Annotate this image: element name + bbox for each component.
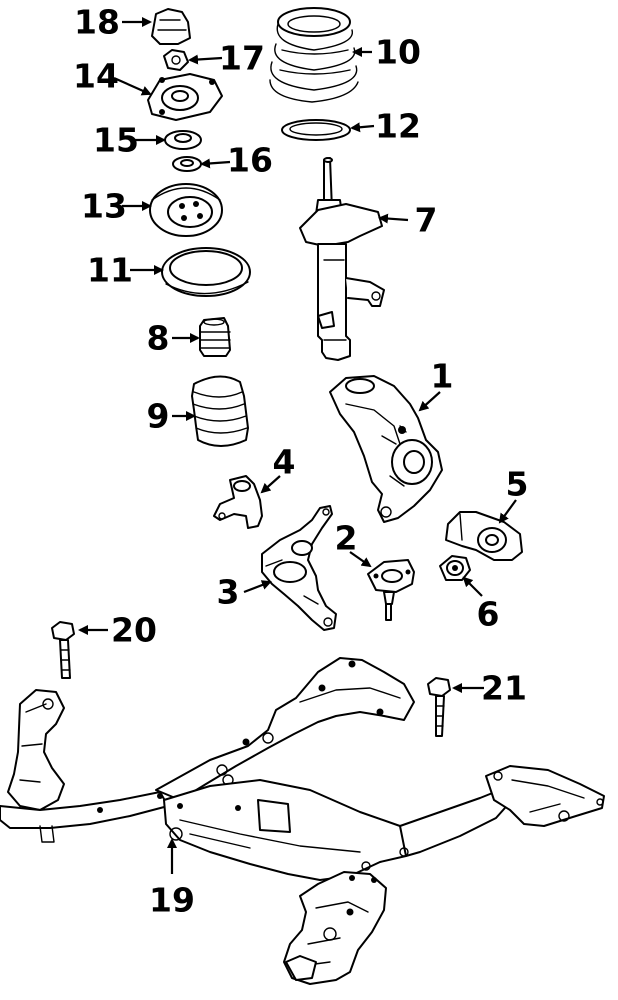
part-1-steering-knuckle[interactable] — [329, 375, 443, 523]
callout-15: 15 — [93, 121, 139, 160]
callout-3: 3 — [217, 573, 240, 612]
part-15-bearing[interactable] — [164, 130, 202, 150]
callout-labels: 18 17 14 10 15 12 16 13 7 11 8 1 9 4 5 2… — [73, 3, 528, 920]
part-13-spring-seat[interactable] — [149, 183, 223, 237]
part-11-insulator[interactable] — [161, 247, 251, 297]
part-20-bolt[interactable] — [51, 621, 75, 679]
callout-21: 21 — [481, 669, 527, 708]
callout-5: 5 — [506, 465, 529, 504]
part-4-bracket[interactable] — [213, 475, 263, 529]
callout-1: 1 — [431, 357, 454, 396]
callout-14: 14 — [73, 57, 119, 96]
part-17-nut[interactable] — [163, 49, 189, 71]
callout-12: 12 — [375, 107, 421, 146]
part-16-washer[interactable] — [172, 156, 202, 172]
part-12-spring-pad[interactable] — [281, 119, 351, 141]
callout-2: 2 — [335, 519, 358, 558]
part-19-subframe[interactable] — [0, 657, 605, 985]
callout-17: 17 — [219, 39, 265, 78]
callout-13: 13 — [81, 187, 127, 226]
part-8-bump-stop[interactable] — [199, 317, 231, 357]
part-9-dust-boot[interactable] — [191, 375, 249, 447]
callout-7: 7 — [415, 201, 438, 240]
leader-lines — [78, 17, 517, 874]
part-6-bushing[interactable] — [439, 555, 471, 581]
part-7-strut[interactable] — [299, 157, 385, 361]
callout-16: 16 — [227, 141, 273, 180]
callout-20: 20 — [111, 611, 157, 650]
part-18-cap[interactable] — [151, 8, 191, 45]
part-14-strut-mount[interactable] — [147, 73, 223, 121]
callout-9: 9 — [147, 397, 170, 436]
callout-10: 10 — [375, 33, 421, 72]
callout-8: 8 — [147, 319, 170, 358]
part-21-bolt[interactable] — [427, 677, 451, 737]
part-3-control-arm[interactable] — [261, 505, 337, 631]
part-5-bushing-bracket[interactable] — [445, 511, 523, 561]
part-10-coil-spring[interactable] — [269, 7, 359, 103]
callout-4: 4 — [273, 443, 296, 482]
callout-18: 18 — [74, 3, 120, 42]
callout-19: 19 — [149, 881, 195, 920]
part-2-ball-joint[interactable] — [367, 559, 415, 621]
callout-11: 11 — [87, 251, 133, 290]
callout-6: 6 — [477, 595, 500, 634]
